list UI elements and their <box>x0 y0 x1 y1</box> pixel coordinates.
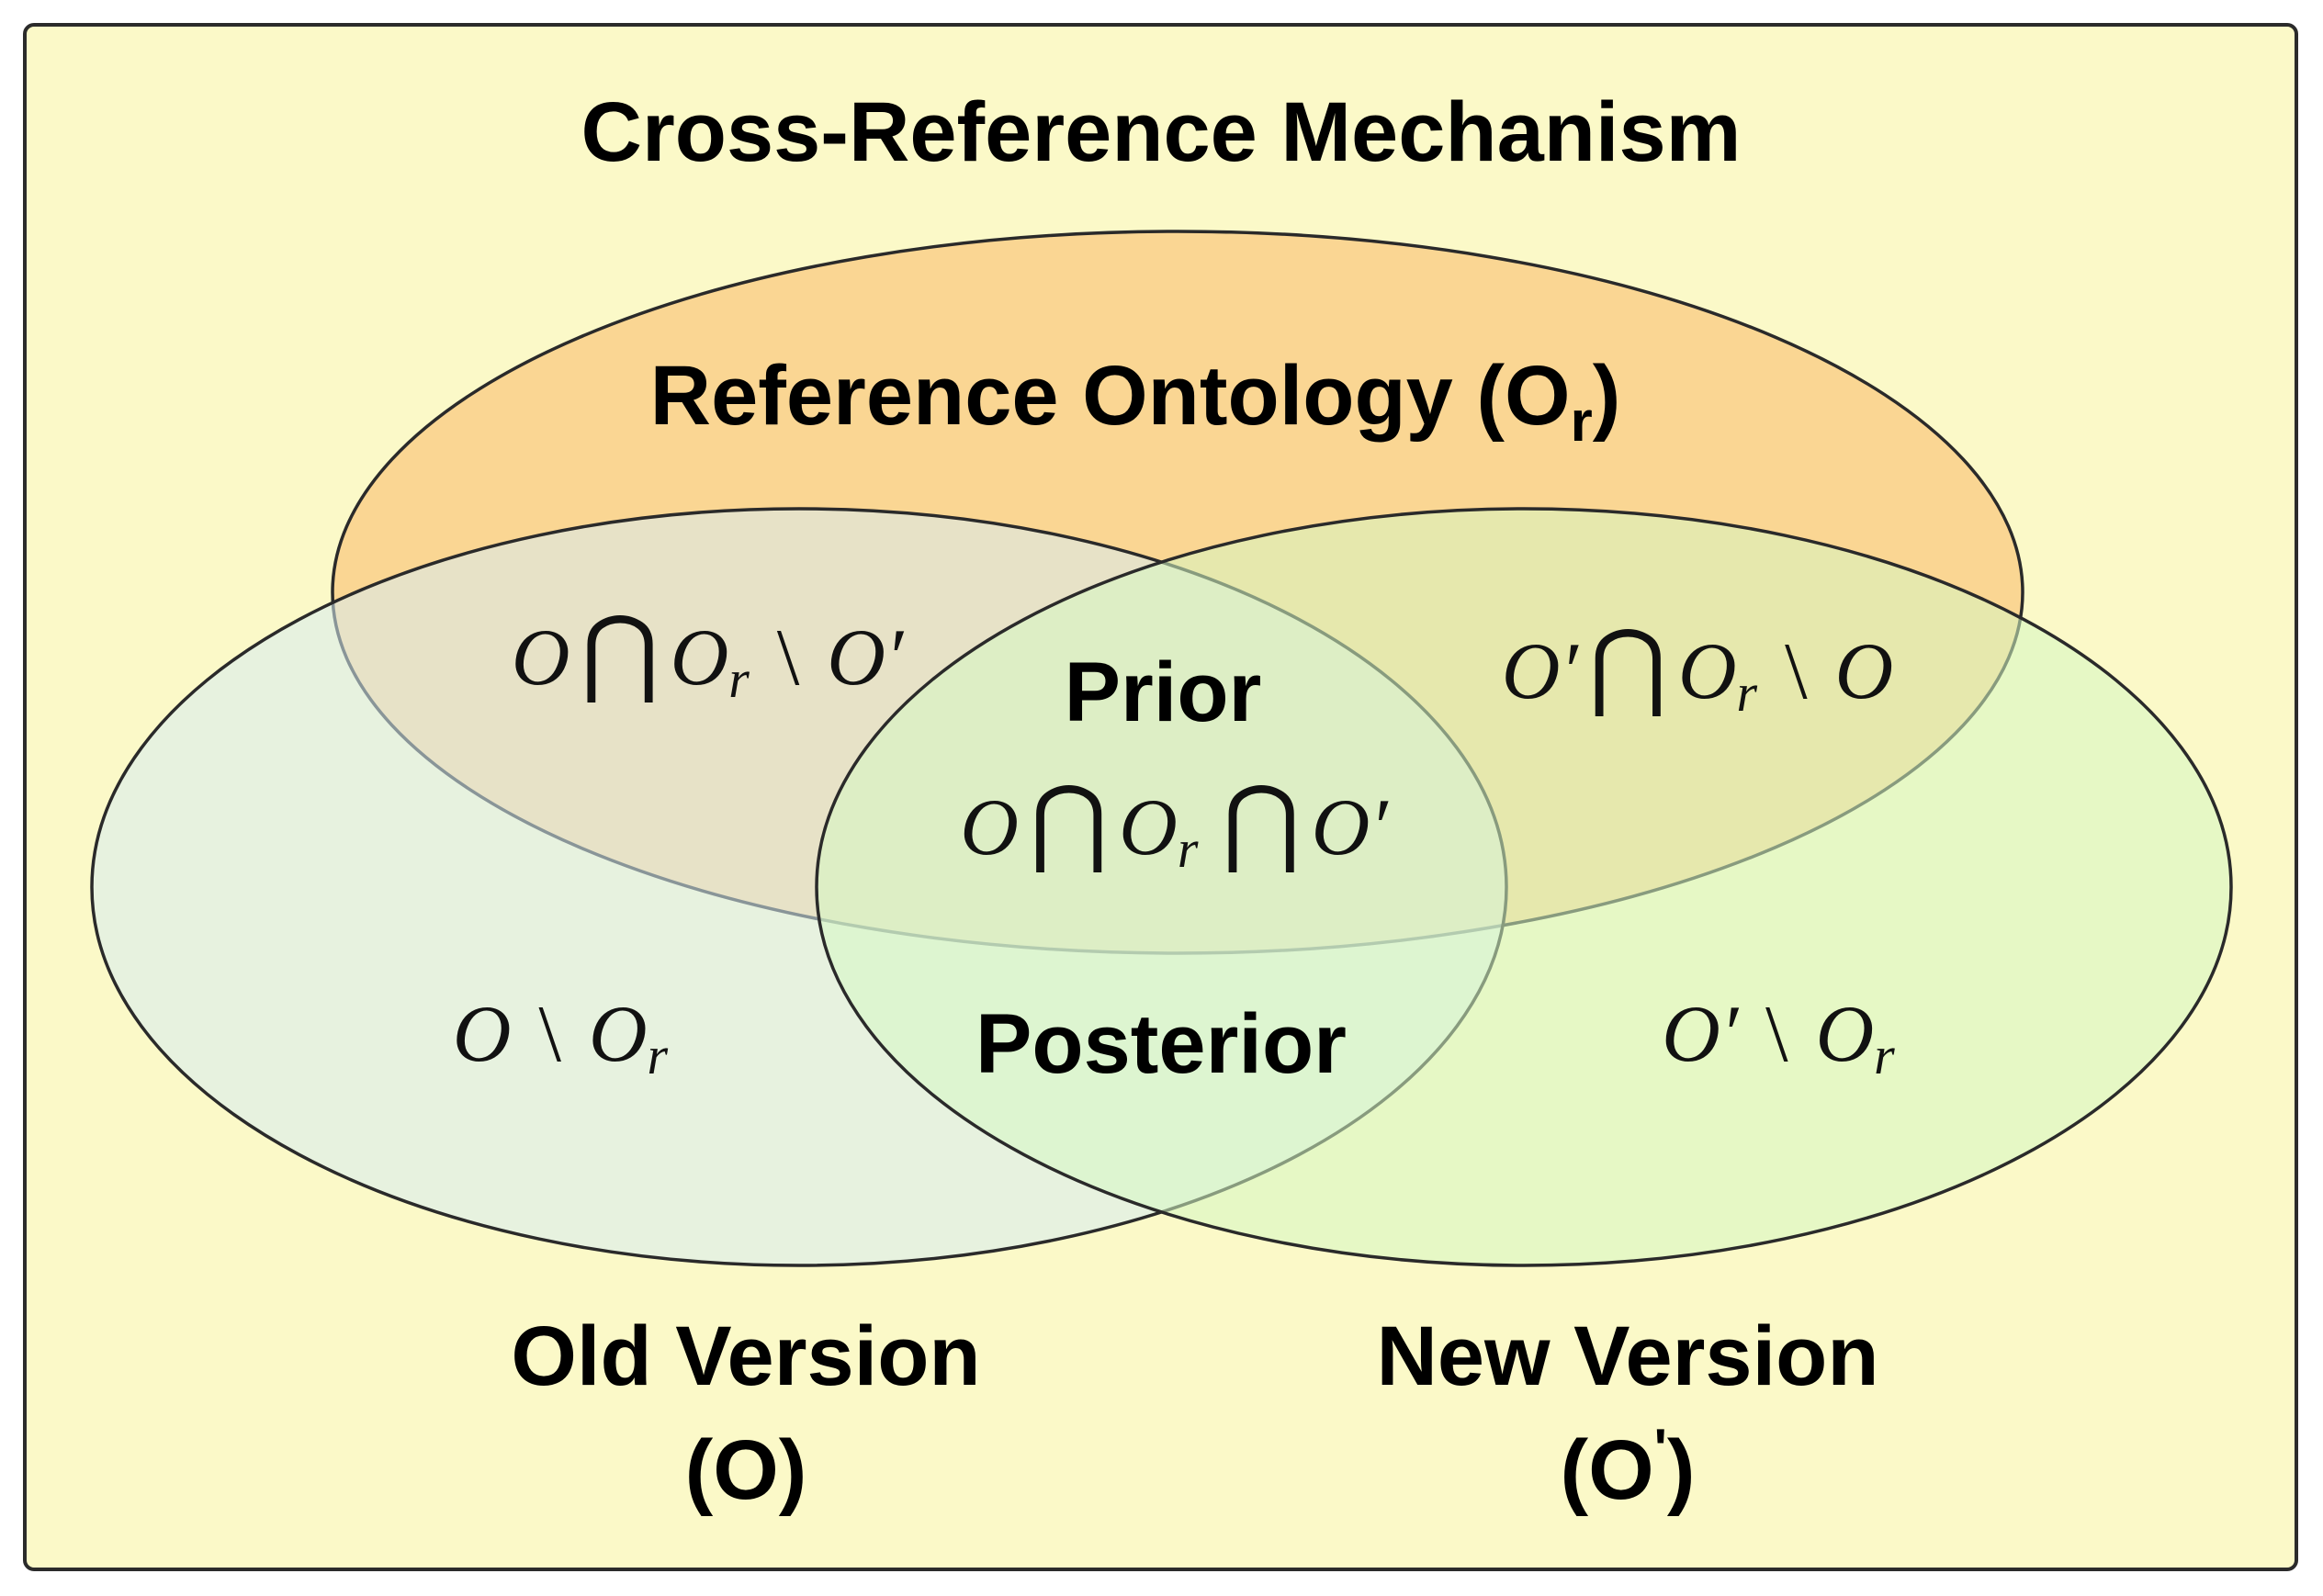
old-version-label: Old Version <box>511 1309 980 1403</box>
region-prior-label: Prior <box>1065 646 1262 739</box>
region-new-reference-formula: O′⋂Or\O <box>1502 613 1893 723</box>
new-version-label: New Version <box>1376 1309 1878 1403</box>
region-posterior-label: Posterior <box>975 997 1347 1091</box>
old-version-symbol: (O) <box>685 1423 807 1517</box>
reference-ontology-label: Reference Ontology (Or) <box>650 349 1621 454</box>
region-new-only-formula: O′\Or <box>1662 990 1895 1085</box>
region-old-only-formula: O\Or <box>453 990 669 1085</box>
new-version-symbol: (O') <box>1560 1418 1695 1517</box>
diagram-title: Cross-Reference Mechanism <box>581 85 1742 179</box>
region-center-formula: O⋂Or⋂O′ <box>960 770 1389 879</box>
new-version-ellipse <box>815 507 2233 1267</box>
region-old-reference-formula: O⋂Or\O′ <box>512 600 905 709</box>
